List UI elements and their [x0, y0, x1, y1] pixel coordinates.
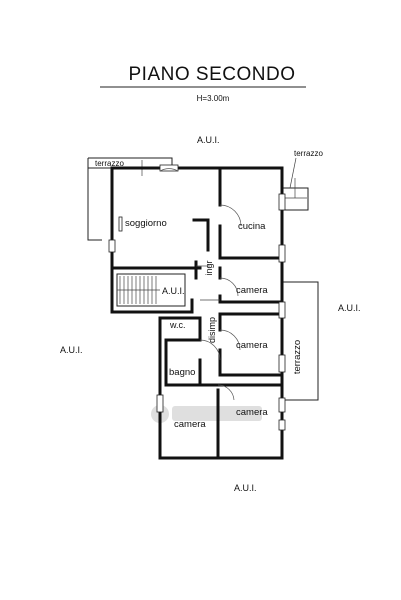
- room-label-bagno: bagno: [169, 367, 195, 378]
- neighbor-label-bottom: A.U.I.: [234, 483, 257, 493]
- room-label-disimp: disimp: [207, 317, 217, 343]
- height-note: H=3.00m: [197, 94, 230, 103]
- stairwell: [110, 266, 202, 314]
- room-label-camera-2: camera: [236, 340, 268, 351]
- room-label-camera-3: camera: [236, 407, 268, 418]
- interior-walls: [164, 166, 284, 460]
- terrace-top-right-label: terrazzo: [294, 149, 323, 158]
- terrace-top-right: [282, 178, 309, 211]
- neighbor-label-top: A.U.I.: [197, 135, 220, 145]
- stair-neighbor-label: A.U.I.: [162, 286, 185, 296]
- doors-windows: [108, 164, 286, 431]
- room-label-wc: w.c.: [169, 320, 186, 330]
- room-label-ingr: ingr: [204, 260, 214, 275]
- plan-title: PIANO SECONDO: [129, 64, 296, 85]
- terrace-right: [282, 281, 319, 401]
- neighbor-label-left: A.U.I.: [60, 345, 83, 355]
- room-label-camera-1: camera: [236, 285, 268, 296]
- room-label-soggiorno: soggiorno: [125, 218, 167, 229]
- terrace-top-left-label: terrazzo: [95, 159, 124, 168]
- exterior-walls: [110, 166, 284, 460]
- room-label-cucina: cucina: [238, 221, 266, 232]
- terrace-leader-line: [289, 157, 297, 189]
- room-label-camera-4: camera: [174, 419, 206, 430]
- neighbor-label-right: A.U.I.: [338, 303, 361, 313]
- terrace-right-label: terrazzo: [292, 340, 303, 374]
